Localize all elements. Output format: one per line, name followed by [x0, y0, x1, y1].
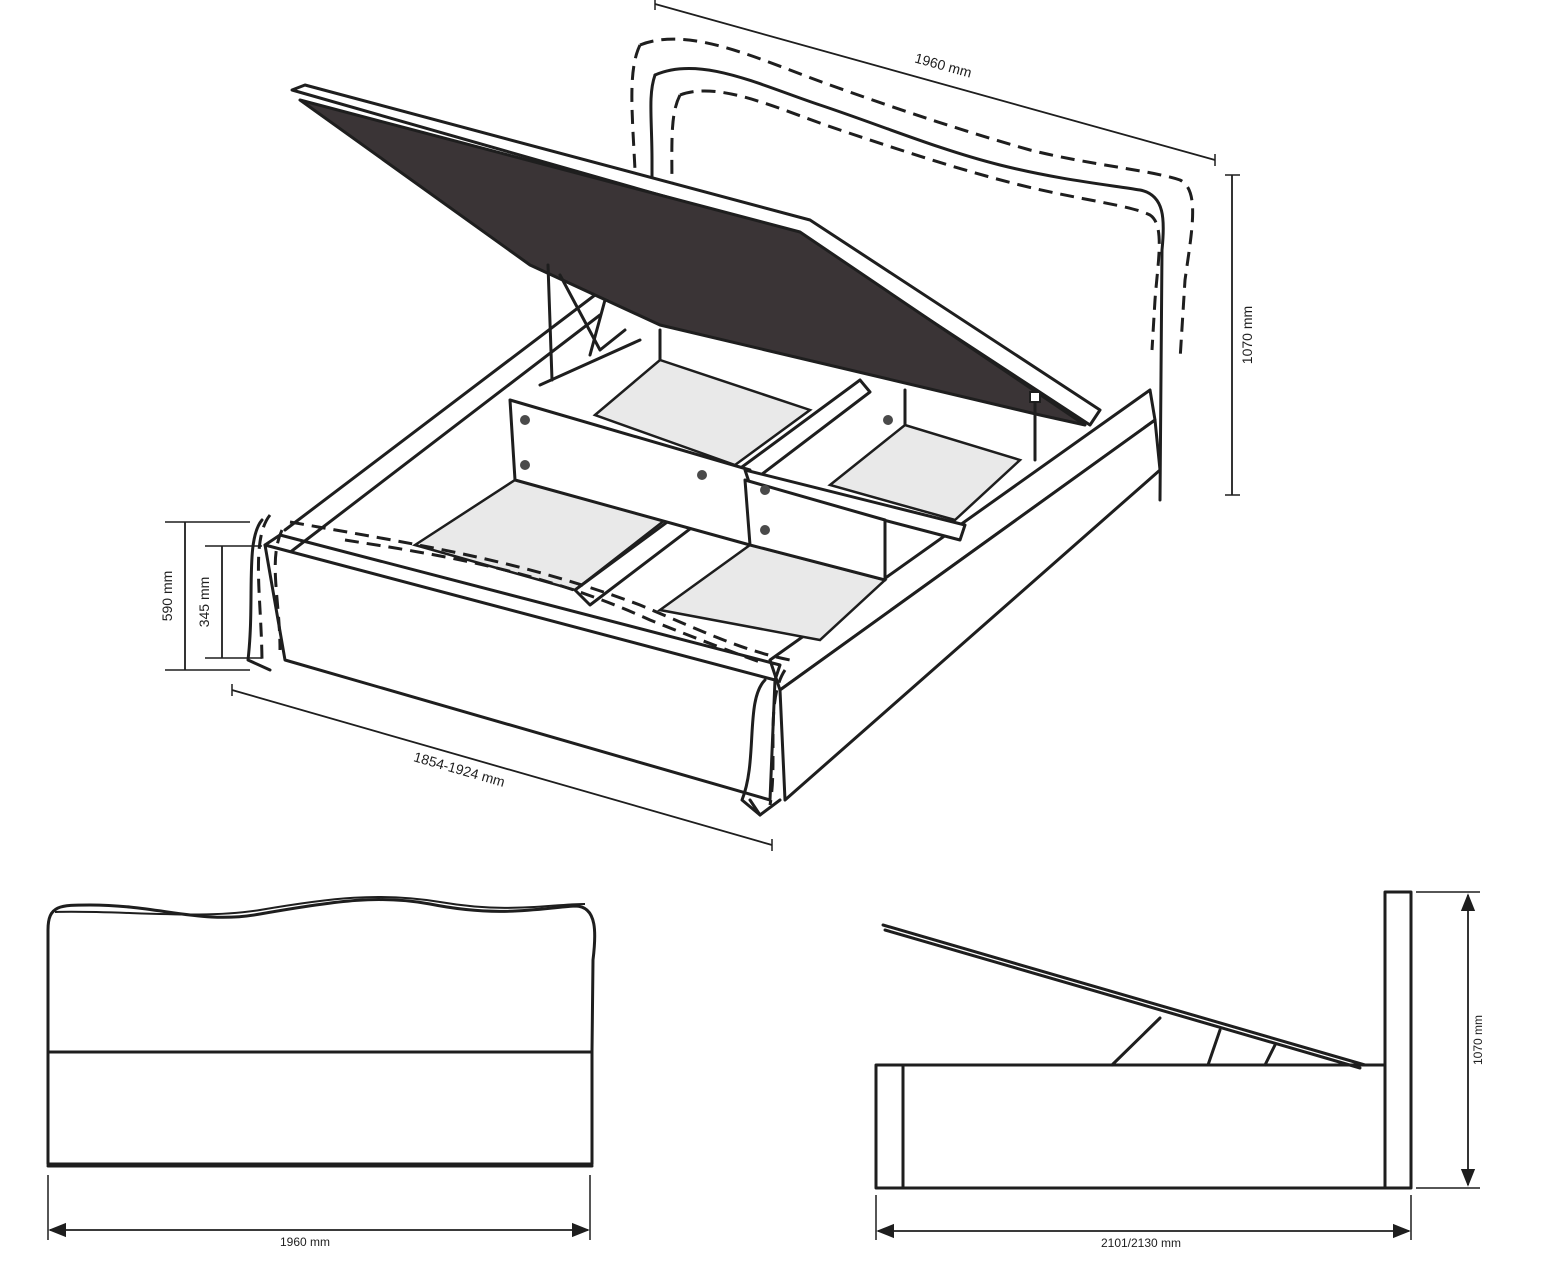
right-rail-inner: [778, 418, 1162, 802]
side-headboard: [1383, 890, 1413, 1190]
dim-label-front-width: 1960 mm: [280, 1235, 330, 1249]
storage-floor-back-left: [592, 358, 813, 467]
cross-divider-right-lower: [743, 478, 887, 582]
dim-side-height: 1070 mm: [1416, 891, 1485, 1189]
left-rail: [278, 293, 602, 562]
gas-strut-left: [538, 263, 642, 387]
front-view: 1960 mm: [46, 895, 597, 1249]
dim-total-height: 590 mm: [159, 521, 250, 671]
storage-floor-back-right: [827, 423, 1023, 522]
side-lid: [881, 923, 1367, 1070]
dim-label-headboard-height: 1070 mm: [1239, 306, 1255, 364]
dim-front-width: 1960 mm: [47, 1175, 591, 1249]
side-view: 1070 mm 2101/2130 mm: [874, 890, 1485, 1250]
dim-label-side-length: 2101/2130 mm: [1101, 1236, 1181, 1250]
dim-label-frame-height: 345 mm: [196, 577, 212, 628]
dim-headboard-height: 1070 mm: [1225, 174, 1255, 496]
dim-label-total-height: 590 mm: [159, 571, 175, 622]
gas-strut-right: [1029, 391, 1041, 462]
dim-frame-height: 345 mm: [196, 545, 262, 659]
back-rail: [658, 328, 907, 427]
dim-label-side-height: 1070 mm: [1471, 1015, 1485, 1065]
dim-side-length: 2101/2130 mm: [875, 1195, 1412, 1250]
isometric-view: 1960 mm 1070 mm: [159, 0, 1255, 851]
dim-label-top-width: 1960 mm: [913, 50, 974, 81]
dim-top-width: 1960 mm: [654, 0, 1216, 166]
headboard: [630, 37, 1195, 502]
side-base: [874, 1063, 1387, 1190]
storage-lid: [290, 83, 1102, 427]
